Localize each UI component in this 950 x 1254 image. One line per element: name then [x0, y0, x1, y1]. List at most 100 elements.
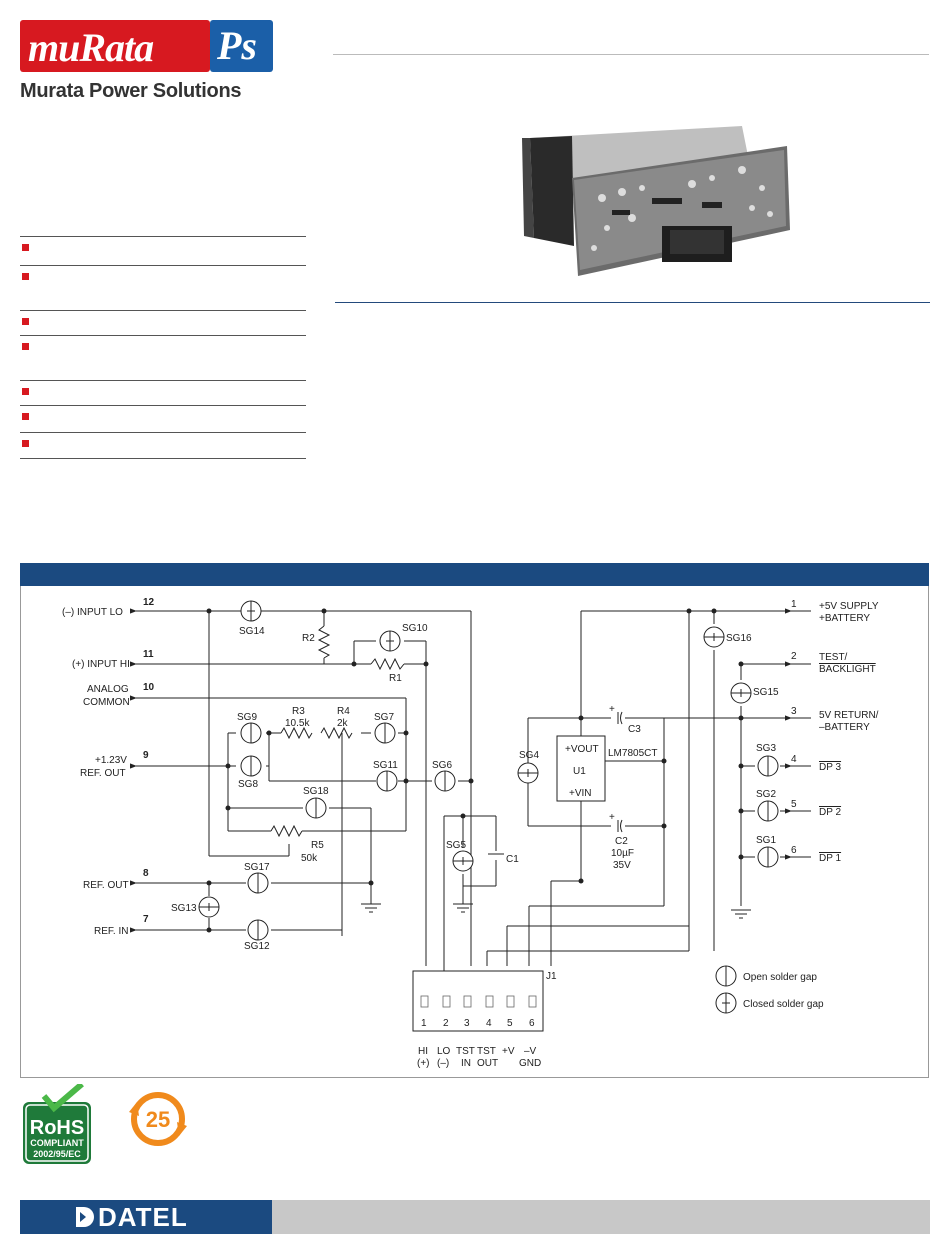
c2-label: C2 — [615, 836, 628, 847]
r5-label: R5 — [311, 840, 324, 851]
sg7-label: SG7 — [374, 712, 394, 723]
c2-voltage: 35V — [613, 860, 631, 871]
dp2-label: DP 2 — [819, 807, 841, 818]
j1-pin-number: 2 — [443, 1018, 449, 1029]
rohs-directive: 2002/95/EC — [33, 1149, 81, 1159]
c2-plus: + — [609, 812, 615, 823]
j1-pin-sublabel: OUT — [477, 1058, 498, 1069]
feature-item — [20, 432, 306, 459]
c2-value: 10µF — [611, 848, 634, 859]
sg9-solder-gap — [240, 722, 262, 744]
pin7-number: 7 — [143, 914, 149, 925]
sg3-solder-gap — [757, 755, 779, 777]
sg17-solder-gap — [247, 872, 269, 894]
sg10-label: SG10 — [402, 623, 428, 634]
sg6-solder-gap — [434, 770, 456, 792]
supply-label: +5V SUPPLY — [819, 601, 879, 612]
ps-logo-text: Ps — [217, 23, 257, 68]
sg16-label: SG16 — [726, 633, 752, 644]
j1-pin-label: +V — [502, 1046, 515, 1057]
j1-pin-label: HI — [418, 1046, 428, 1057]
sg15-solder-gap — [730, 682, 752, 704]
rohs-compliant: COMPLIANT — [30, 1138, 84, 1148]
ps-logo: Ps — [210, 20, 273, 72]
legend-open-gap-symbol — [715, 965, 737, 987]
sg5-solder-gap — [452, 850, 474, 872]
j1-pin-number: 4 — [486, 1018, 492, 1029]
rohs-title: RoHS — [30, 1117, 84, 1139]
input-hi-label: (+) INPUT HI — [72, 659, 130, 670]
pin8-number: 8 — [143, 868, 149, 879]
analog-common-label-2: COMMON — [83, 697, 130, 708]
murata-logo: muRata — [20, 20, 210, 72]
j1-pin-label: –V — [524, 1046, 537, 1057]
analog-common-label-1: ANALOG — [87, 684, 129, 695]
product-photo — [522, 126, 790, 276]
footer-gray-bar — [272, 1200, 930, 1234]
feature-item — [20, 335, 306, 380]
pin1-number: 1 — [791, 599, 797, 610]
j1-pin-label: LO — [437, 1046, 451, 1057]
footer-brand-bar — [20, 1200, 272, 1234]
sg1-solder-gap — [757, 846, 779, 868]
ref-out-label-1: +1.23V — [95, 755, 127, 766]
rohs-compliant-badge: RoHS COMPLIANT 2002/95/EC — [23, 1084, 91, 1164]
murata-logo-text: muRata — [28, 25, 154, 70]
feature-item — [20, 405, 306, 432]
sg18-solder-gap — [305, 797, 327, 819]
sg6-label: SG6 — [432, 760, 452, 771]
sg1-label: SG1 — [756, 835, 776, 846]
legend-closed-label: Closed solder gap — [743, 999, 824, 1010]
sg15-label: SG15 — [753, 687, 779, 698]
j1-pin-sublabel: GND — [519, 1058, 541, 1069]
sg12-solder-gap — [247, 919, 269, 941]
25-year-number: 25 — [146, 1107, 170, 1132]
sg10-solder-gap — [379, 630, 401, 652]
sg11-solder-gap — [376, 770, 398, 792]
c1-label: C1 — [506, 854, 519, 865]
sg8-label: SG8 — [238, 779, 258, 790]
pin9-number: 9 — [143, 750, 149, 761]
pin3-number: 3 — [791, 706, 797, 717]
j1-pin-number: 1 — [421, 1018, 427, 1029]
u1-vin-label: +VIN — [569, 788, 592, 799]
sg2-label: SG2 — [756, 789, 776, 800]
company-name: Murata Power Solutions — [20, 80, 242, 102]
sg7-solder-gap — [374, 722, 396, 744]
dp3-label: DP 3 — [819, 762, 841, 773]
pin12-number: 12 — [143, 597, 155, 608]
sg13-solder-gap — [198, 896, 220, 918]
feature-item — [20, 310, 306, 335]
r5-value: 50k — [301, 853, 318, 864]
j1-pin-label: TST — [456, 1046, 475, 1057]
j1-label: J1 — [546, 971, 557, 982]
j1-pin-sublabel: IN — [461, 1058, 471, 1069]
sg18-label: SG18 — [303, 786, 329, 797]
return-label: 5V RETURN/ — [819, 710, 879, 721]
pin11-number: 11 — [143, 649, 154, 660]
pin5-number: 5 — [791, 799, 797, 810]
j1-pin-label: TST — [477, 1046, 496, 1057]
sg14-solder-gap — [240, 600, 262, 622]
r4-label: R4 — [337, 706, 350, 717]
legend-closed-gap-symbol — [715, 992, 737, 1014]
pin6-number: 6 — [791, 845, 797, 856]
c3-label: C3 — [628, 724, 641, 735]
datel-brand: DATEL — [98, 1202, 188, 1232]
j1-pin-number: 6 — [529, 1018, 535, 1029]
backlight-label: BACKLIGHT — [819, 664, 876, 675]
sg2-solder-gap — [757, 800, 779, 822]
pin10-number: 10 — [143, 682, 155, 693]
header-divider — [333, 54, 929, 55]
sg17-label: SG17 — [244, 862, 270, 873]
feature-item — [20, 380, 306, 405]
r1-label: R1 — [389, 673, 402, 684]
sg12-label: SG12 — [244, 941, 270, 952]
dp1-label: DP 1 — [819, 853, 841, 864]
u1-vout-label: +VOUT — [565, 744, 599, 755]
r2-label: R2 — [302, 633, 315, 644]
legend-open-label: Open solder gap — [743, 972, 817, 983]
feature-item — [20, 236, 306, 263]
datel-mark-icon — [76, 1207, 94, 1227]
u1-part-number: LM7805CT — [608, 748, 657, 759]
